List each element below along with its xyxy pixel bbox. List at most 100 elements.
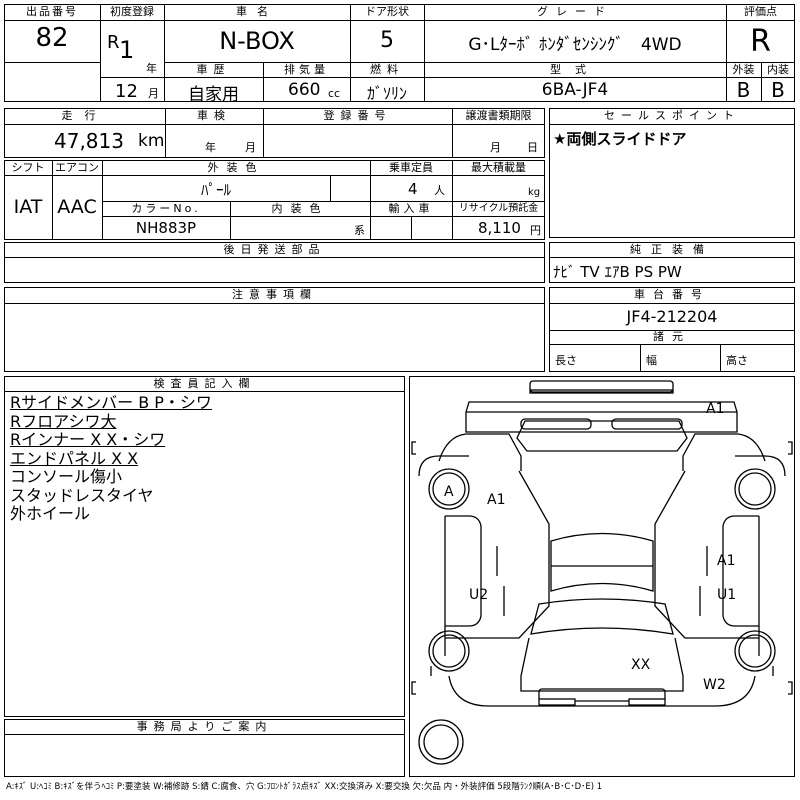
first-reg-year: 1: [119, 36, 135, 64]
grade: G･Lﾀｰﾎﾞ ﾎﾝﾀﾞｾﾝｼﾝｸﾞ 4WD: [468, 35, 682, 55]
first-reg-month: 12: [115, 81, 138, 102]
equipment: ﾅﾋﾞ TV ｴｱB PS PW: [553, 263, 682, 281]
remark-line: Rインナー X X・シワ: [10, 430, 166, 449]
office-box: [4, 719, 405, 777]
car-damage-diagram: A1 A A1 A1 U2 U1 XX W2: [411, 380, 793, 765]
remarks-list: Rサイドメンバー B P・シワ Rフロアシワ大 Rインナー X X・シワ エンド…: [10, 393, 400, 524]
notes-label: 注意事項欄: [232, 288, 317, 301]
int-color-unit: 系: [354, 224, 365, 237]
first-reg-label: 初度登録: [110, 5, 154, 18]
remark-line: Rフロアシワ大: [10, 411, 117, 431]
displacement: 660: [288, 80, 321, 100]
mark-xx-rear: XX: [631, 657, 651, 673]
remark-line: 外ホイール: [10, 504, 91, 523]
later-parts-box: [4, 242, 545, 283]
fuel: ｶﾞｿﾘﾝ: [366, 84, 407, 103]
recycle-fee: 8,110: [478, 219, 521, 237]
ac: AAC: [57, 196, 97, 218]
capacity-unit: 人: [434, 184, 445, 197]
recycle-unit: 円: [530, 224, 541, 237]
int-color-label: 内装色: [271, 202, 329, 215]
transfer-month-unit: 月: [490, 141, 501, 154]
first-reg-month-unit: 月: [148, 87, 159, 100]
lot-number: 82: [35, 23, 69, 53]
score-label: 評価点: [744, 5, 777, 18]
mark-a-front-left-wheel: A: [444, 484, 454, 500]
ext-color-label: 外装色: [207, 161, 265, 174]
inspector-box: [4, 376, 405, 717]
color-no: NH883P: [135, 219, 197, 237]
sales-point-label: セールスポイント: [604, 109, 740, 122]
load-unit: kg: [528, 187, 541, 198]
door-label: ドア形状: [365, 5, 409, 18]
ac-label: エアコン: [55, 161, 99, 174]
width-label: 幅: [646, 354, 657, 367]
mileage-label: 走行: [61, 109, 108, 122]
recycle-label: リサイクル預託金: [458, 203, 539, 214]
mileage-unit: km: [138, 131, 165, 151]
door-count: 5: [380, 28, 394, 53]
load-label: 最大積載量: [471, 161, 526, 174]
chassis-number: JF4-212204: [626, 307, 718, 326]
mark-u1-right: U1: [717, 587, 736, 603]
capacity-label: 乗車定員: [389, 161, 433, 174]
inspection-year-unit: 年: [205, 141, 216, 154]
ext-color: ﾊﾟｰﾙ: [200, 181, 231, 199]
height-label: 高さ: [726, 354, 748, 367]
score: R: [750, 24, 771, 59]
later-parts-label: 後日発送部品: [223, 243, 326, 256]
dims-label: 諸元: [653, 330, 691, 343]
inspection-label: 車検: [197, 109, 231, 122]
remark-line: スタッドレスタイヤ: [10, 485, 154, 505]
inspection-month-unit: 月: [245, 141, 256, 154]
fuel-label: 燃料: [370, 63, 404, 76]
remark-line: エンドパネル X X: [10, 448, 139, 468]
transfer-day-unit: 日: [527, 141, 538, 154]
import-label: 輸入車: [388, 202, 434, 215]
office-label: 事務局よりご案内: [136, 720, 273, 733]
mark-a1-left-front: A1: [487, 492, 505, 508]
chassis-label: 車台番号: [634, 288, 710, 301]
spec-row-box: [4, 160, 545, 240]
displacement-unit: cc: [328, 87, 341, 100]
equipment-label: 純正装備: [630, 243, 714, 256]
remark-line: コンソール傷小: [10, 467, 123, 486]
history: 自家用: [188, 85, 239, 105]
remark-line: Rサイドメンバー B P・シワ: [10, 393, 212, 412]
displacement-label: 排気量: [284, 63, 329, 76]
mileage: 47,813: [54, 129, 124, 153]
history-label: 車歴: [196, 63, 231, 76]
legend: A:ｷｽﾞ U:ﾍｺﾐ B:ｷｽﾞを伴うﾍｺﾐ P:要塗装 W:補修跡 S:錆 …: [6, 782, 603, 792]
exterior-grade: B: [736, 78, 751, 102]
mark-w2-rear-right: W2: [703, 677, 726, 693]
equipment-box: [549, 242, 795, 283]
damage-diagram-box: [409, 376, 795, 777]
mark-a1-right: A1: [717, 553, 735, 569]
model: 6BA-JF4: [541, 80, 609, 100]
first-reg-year-unit: 年: [146, 62, 157, 75]
grade-label: グレード: [537, 5, 613, 18]
car-name-label: 車名: [236, 5, 278, 18]
inspector-label: 検査員記入欄: [153, 377, 256, 390]
car-name: N-BOX: [219, 27, 295, 55]
color-no-label: カラーNo.: [131, 202, 201, 215]
model-label: 型式: [550, 63, 600, 76]
mark-u2-left: U2: [469, 587, 488, 603]
chassis-box: [549, 287, 795, 372]
sales-point: ★両側スライドドア: [553, 130, 687, 148]
interior-grade: B: [771, 78, 785, 102]
exterior-label: 外装: [732, 63, 755, 76]
shift-label: シフト: [11, 161, 45, 174]
notes-box: [4, 287, 545, 372]
mileage-row-box: [4, 108, 545, 158]
reg-number-label: 登録番号: [323, 109, 392, 122]
lot-label: 出品番号: [26, 5, 78, 18]
sales-point-box: [549, 108, 795, 238]
length-label: 長さ: [555, 354, 577, 367]
first-reg-era: R: [107, 32, 120, 53]
shift: IAT: [13, 196, 43, 218]
mark-a1-front-right: A1: [706, 401, 724, 417]
capacity: 4: [408, 180, 418, 198]
transfer-deadline-label: 譲渡書類期限: [465, 109, 532, 122]
interior-label: 内装: [767, 63, 789, 76]
